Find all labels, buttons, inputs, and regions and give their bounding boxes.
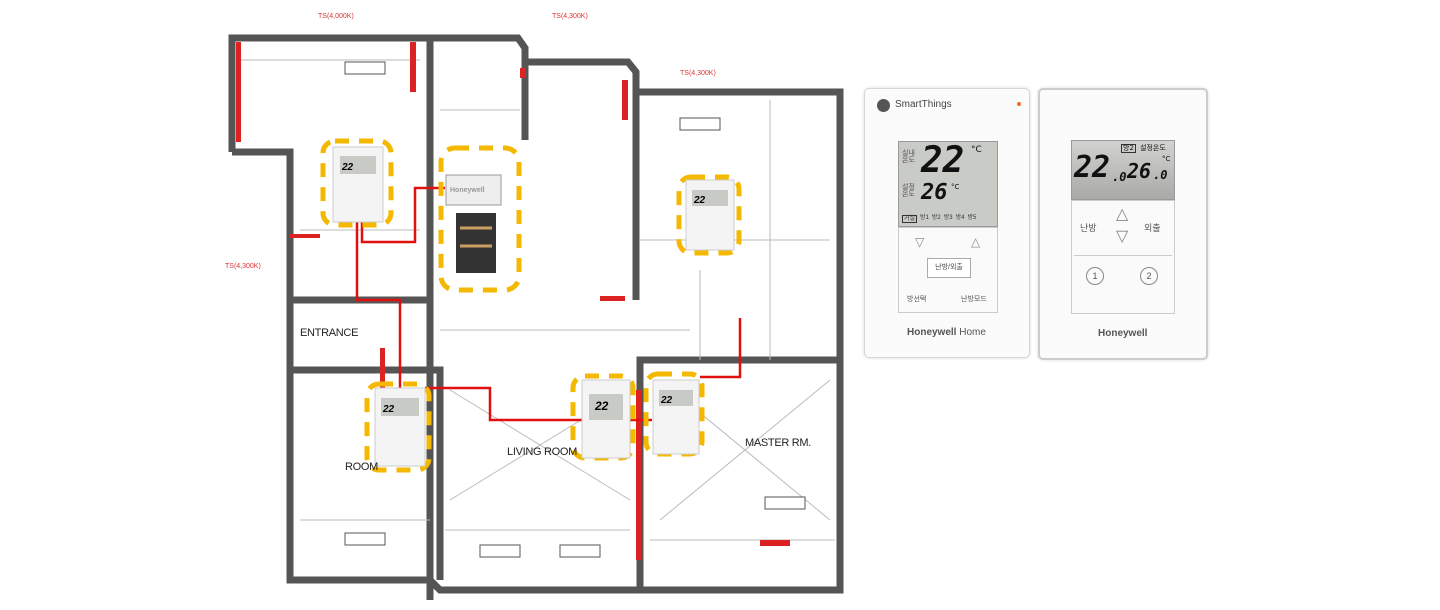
away-button[interactable]: 외출 <box>1144 224 1161 234</box>
heat-button[interactable]: 난방 <box>1080 224 1097 234</box>
temp-down-button[interactable]: ▽ <box>915 235 925 249</box>
light-2-button[interactable]: 2 <box>1140 267 1158 285</box>
temp-up-button[interactable]: △ <box>971 235 981 249</box>
mini-display: 22 <box>660 395 673 406</box>
heat-mode-button[interactable]: 난방모드 <box>961 295 987 303</box>
smartthings-brand: SmartThings <box>895 99 952 110</box>
room-label-living: LIVING ROOM <box>507 446 577 458</box>
mini-thermostat-room1 <box>332 146 384 223</box>
room-select-button[interactable]: 방선택 <box>907 295 927 303</box>
status-led <box>1017 102 1021 106</box>
mini-display: 22 <box>594 399 609 413</box>
room-label-master: MASTER RM. <box>745 437 811 449</box>
honeywell-brand: Honeywell <box>1098 328 1148 339</box>
unit: °C <box>971 145 982 155</box>
mini-thermostats <box>332 146 735 467</box>
accent-walls <box>236 42 790 560</box>
set-label: 설정 온도 <box>902 183 915 198</box>
floor-plan: ENTRANCE ROOM LIVING ROOM MASTER RM. TS(… <box>225 13 844 600</box>
zone-4: 방4 <box>955 215 965 221</box>
set-temp: 26 <box>1127 159 1152 183</box>
ts-label: TS(4,000K) <box>318 13 354 20</box>
temp-up-button[interactable]: △ <box>1116 206 1129 223</box>
heating-manifold <box>456 213 496 273</box>
mini-thermostat-living <box>581 379 631 459</box>
unit: °C <box>1162 155 1171 163</box>
zone-1: 방1 <box>920 215 929 221</box>
mini-thermostat-room2 <box>685 179 735 251</box>
mini-display: 22 <box>382 404 395 415</box>
honeywell-thermostat: 22 .0 방2 설정온도 °C 26 .0 난방 △ ▽ 외출 1 2 Hon… <box>1038 88 1208 360</box>
room-label-entrance: ENTRANCE <box>300 327 358 339</box>
room-label-room: ROOM <box>345 461 378 473</box>
mini-thermostat-master <box>652 379 700 455</box>
ac-units <box>344 61 806 558</box>
lcd-display: 22 .0 방2 설정온도 °C 26 .0 <box>1071 140 1175 200</box>
current-decimal: .0 <box>1112 170 1127 184</box>
current-temp: 22 <box>1074 150 1111 185</box>
zone-3: 방3 <box>943 215 953 221</box>
walls <box>228 34 844 600</box>
hub-brand: Honeywell <box>450 187 485 194</box>
indoor-label: 실내 온도 <box>902 149 915 164</box>
smartthings-logo-icon <box>877 99 890 112</box>
heat-away-button[interactable]: 난방/외출 <box>927 258 971 278</box>
ts-label: TS(4,300K) <box>680 70 716 77</box>
zone-5: 방5 <box>967 215 977 221</box>
mini-display: 22 <box>341 162 354 173</box>
honeywell-hub <box>445 174 502 206</box>
set-decimal: .0 <box>1153 168 1168 182</box>
mini-display: 22 <box>693 195 706 206</box>
keypad: ▽ △ 난방/외출 방선택 난방모드 <box>898 227 998 313</box>
lcd-display: 실내 온도 22 °C 설정 온도 26 °C 거실 방1 방2 방3 방4 방… <box>898 141 998 227</box>
zone-living: 거실 <box>902 215 918 223</box>
honeywell-home-brand: Honeywell Home <box>907 327 986 338</box>
keypad: 난방 △ ▽ 외출 1 2 <box>1071 200 1175 314</box>
ts-label: TS(4,300K) <box>552 13 588 20</box>
set-label: 설정온도 <box>1140 144 1166 152</box>
unit: °C <box>951 183 960 191</box>
smartthings-thermostat: SmartThings 실내 온도 22 °C 설정 온도 26 °C 거실 방… <box>864 88 1030 358</box>
ts-label: TS(4,300K) <box>225 263 261 270</box>
light-1-button[interactable]: 1 <box>1086 267 1104 285</box>
room-badge: 방2 <box>1121 144 1136 153</box>
temp-down-button[interactable]: ▽ <box>1116 228 1129 245</box>
set-temp: 26 <box>921 180 948 205</box>
zone-2: 방2 <box>931 215 941 221</box>
mini-thermostat-room <box>374 387 426 467</box>
indoor-temp: 22 <box>921 140 965 181</box>
